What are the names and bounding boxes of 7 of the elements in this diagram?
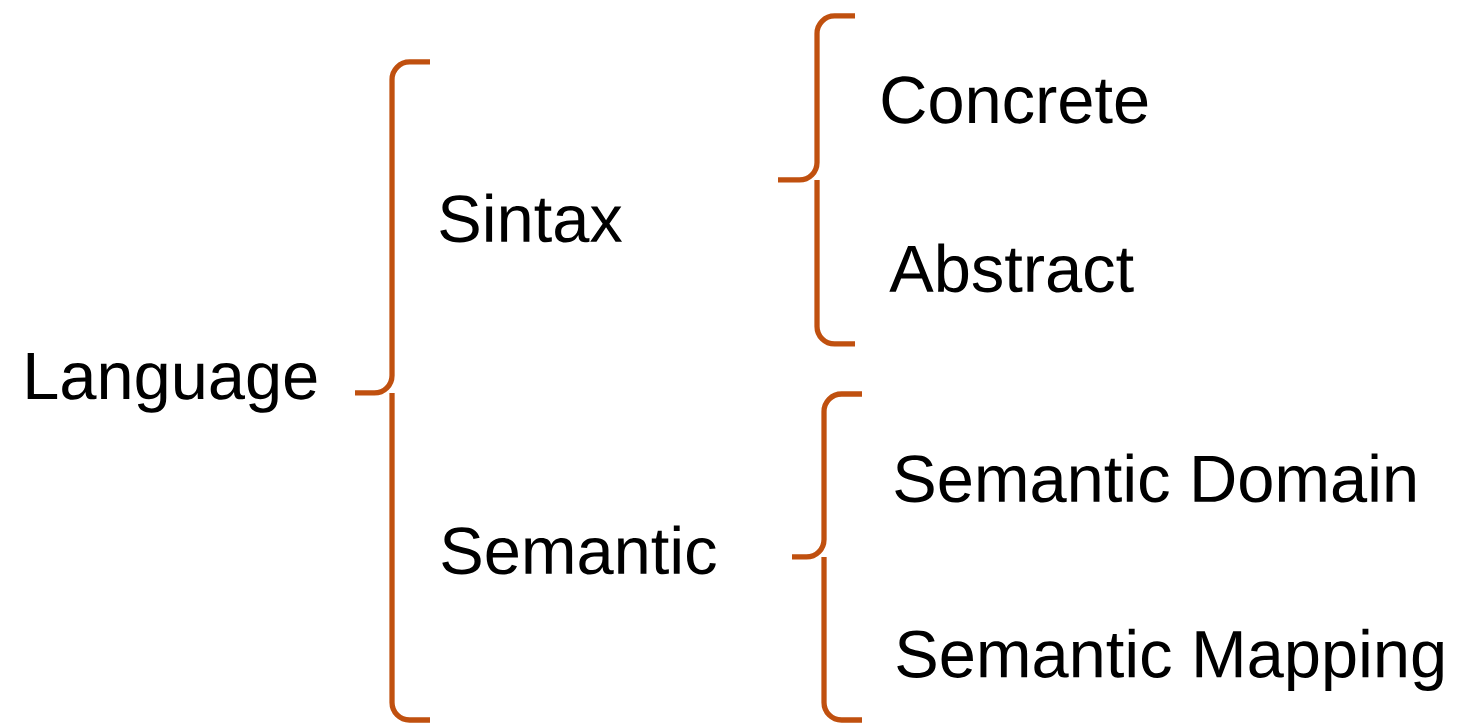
node-label: Semantic Domain (895, 453, 1415, 503)
node-label: Abstract (889, 243, 1134, 293)
node-label: Language (27, 353, 317, 413)
node-label: Semantic Mapping (897, 628, 1443, 692)
node-label: Concrete (882, 76, 1148, 124)
node-label: Semantic (442, 525, 716, 575)
node-label: Sintax (440, 193, 623, 243)
